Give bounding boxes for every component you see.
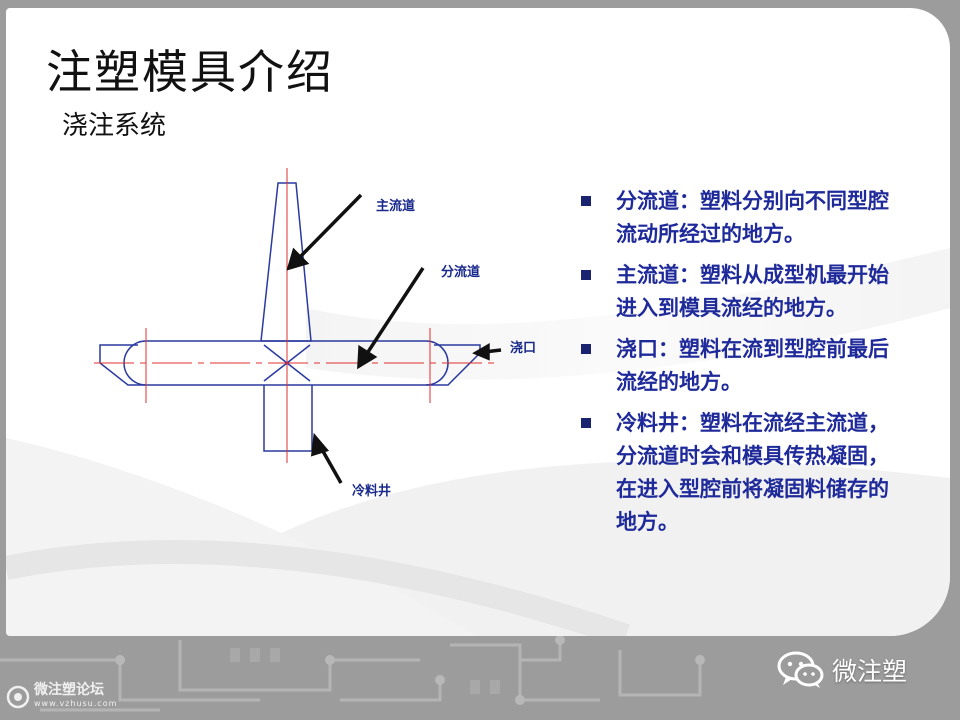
bullet-text: 冷料井：塑料在流经主流道，分流道时会和模具传热凝固，在进入型腔前将凝固料储存的地… — [616, 410, 889, 534]
slide-title: 注塑模具介绍 — [46, 45, 334, 99]
slide-swoosh-decoration — [6, 248, 950, 636]
bullet-gate: 浇口：塑料在流到型腔前最后流经的地方。 — [578, 332, 908, 398]
bullet-text: 分流道：塑料分别向不同型腔流动所经过的地方。 — [616, 188, 889, 246]
label-gate: 浇口 — [510, 340, 536, 356]
bullet-main-runner: 主流道：塑料从成型机最开始进入到模具流经的地方。 — [578, 258, 908, 324]
runner-system-diagram: 主流道 分流道 浇口 冷料井 — [94, 168, 536, 499]
label-cold-well: 冷料井 — [352, 483, 391, 499]
forum-name: 微注塑论坛 — [34, 682, 104, 698]
forum-watermark: 微注塑论坛 www.vzhusu.com — [6, 682, 118, 710]
cold-well-outline — [263, 385, 313, 452]
bullet-text: 浇口：塑料在流到型腔前最后流经的地方。 — [616, 336, 889, 394]
square-bullet-icon — [581, 418, 591, 428]
slide-subtitle: 浇注系统 — [62, 111, 167, 141]
label-branch-runner: 分流道 — [441, 264, 480, 280]
slide: 注塑模具介绍 浇注系统 — [6, 8, 950, 636]
bullet-cold-well: 冷料井：塑料在流经主流道，分流道时会和模具传热凝固，在进入型腔前将凝固料储存的地… — [578, 406, 908, 538]
left-gate-outline — [99, 344, 146, 386]
wechat-icon — [777, 651, 824, 688]
arrow-branch-runner — [364, 267, 425, 356]
bullet-branch-runner: 分流道：塑料分别向不同型腔流动所经过的地方。 — [578, 184, 908, 250]
bullet-text: 主流道：塑料从成型机最开始进入到模具流经的地方。 — [616, 262, 889, 320]
label-main-runner: 主流道 — [376, 198, 415, 214]
forum-url: www.vzhusu.com — [34, 699, 118, 708]
definition-list: 分流道：塑料分别向不同型腔流动所经过的地方。 主流道：塑料从成型机最开始进入到模… — [578, 184, 908, 546]
wechat-watermark: 微注塑 — [776, 650, 907, 690]
square-bullet-icon — [581, 270, 591, 280]
square-bullet-icon — [581, 344, 591, 354]
square-bullet-icon — [581, 196, 591, 206]
arrow-main-runner — [296, 193, 363, 261]
wechat-account-name: 微注塑 — [832, 657, 908, 686]
forum-logo-icon — [6, 685, 30, 709]
right-gate-outline — [426, 344, 481, 386]
